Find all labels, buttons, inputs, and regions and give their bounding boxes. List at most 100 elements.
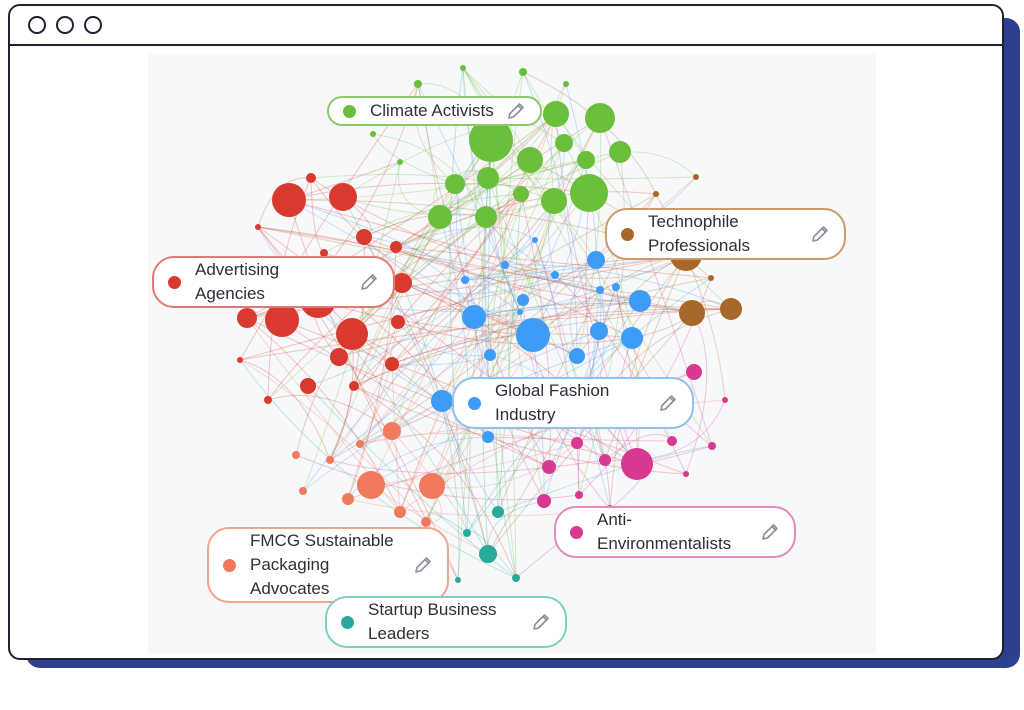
graph-node xyxy=(575,491,583,499)
graph-edge xyxy=(399,299,524,513)
graph-node xyxy=(237,357,243,363)
graph-node xyxy=(320,249,328,257)
graph-edge xyxy=(576,117,602,357)
pencil-icon[interactable] xyxy=(531,612,551,632)
cluster-label-techno[interactable]: Technophile Professionals xyxy=(605,208,846,260)
cluster-color-dot xyxy=(468,396,481,410)
graph-node xyxy=(532,237,538,243)
window-control-dot[interactable] xyxy=(56,16,74,34)
graph-edge xyxy=(414,83,456,185)
cluster-label-startup[interactable]: Startup Business Leaders xyxy=(325,596,567,648)
graph-node xyxy=(414,80,422,88)
graph-node xyxy=(349,381,359,391)
graph-edge xyxy=(288,199,556,276)
graph-edge xyxy=(439,159,587,218)
graph-edge xyxy=(257,226,732,310)
cluster-label-text: Anti- xyxy=(597,510,632,529)
graph-node xyxy=(336,318,368,350)
graph-edge xyxy=(329,311,521,461)
graph-edge xyxy=(359,432,578,445)
graph-edge xyxy=(395,246,712,279)
graph-edge xyxy=(246,317,401,513)
graph-edge xyxy=(288,199,521,313)
graph-edge xyxy=(569,259,597,357)
graph-node xyxy=(517,309,523,315)
graph-edge xyxy=(504,254,687,279)
graph-edge xyxy=(395,191,657,248)
graph-node xyxy=(516,318,550,352)
graph-node xyxy=(431,390,453,412)
graph-node xyxy=(571,437,583,449)
graph-edge xyxy=(391,363,401,513)
graph-edge xyxy=(585,151,697,178)
cluster-color-dot xyxy=(168,275,181,289)
graph-node xyxy=(596,286,604,294)
cluster-label-advertising[interactable]: Advertising Agencies xyxy=(152,256,395,308)
graph-node xyxy=(299,487,307,495)
pencil-icon[interactable] xyxy=(760,522,780,542)
graph-edge xyxy=(473,299,641,318)
graph-node xyxy=(463,529,471,537)
pencil-icon[interactable] xyxy=(810,224,830,244)
cluster-label-text: Technophile xyxy=(648,212,739,231)
graph-edge xyxy=(488,139,521,313)
graph-node xyxy=(264,396,272,404)
graph-edge xyxy=(578,151,625,496)
graph-node xyxy=(722,397,728,403)
graph-node xyxy=(370,131,376,137)
graph-edge xyxy=(441,142,565,402)
graph-node xyxy=(475,206,497,228)
graph-node xyxy=(585,103,615,133)
graph-node xyxy=(391,315,405,329)
graph-node xyxy=(621,327,643,349)
graph-edge xyxy=(342,196,489,555)
window-titlebar xyxy=(10,6,1002,46)
graph-edge xyxy=(239,308,732,361)
cluster-label-fmcg[interactable]: FMCG Sustainable Packaging Advocates xyxy=(207,527,449,603)
graph-node xyxy=(428,205,452,229)
graph-node xyxy=(501,261,509,269)
graph-node xyxy=(356,440,364,448)
graph-edge xyxy=(370,442,578,486)
graph-node xyxy=(555,134,573,152)
cluster-label-text: Professionals xyxy=(648,236,751,255)
graph-edge xyxy=(464,276,601,291)
graph-node xyxy=(599,454,611,466)
graph-edge xyxy=(363,236,732,310)
graph-node xyxy=(455,577,461,583)
cluster-label-text: Packaging xyxy=(250,555,330,574)
graph-node xyxy=(306,173,316,183)
graph-node xyxy=(460,65,466,71)
graph-node xyxy=(629,290,651,312)
cluster-label-anti[interactable]: Anti- Environmentalists xyxy=(554,506,796,558)
cluster-label-climate[interactable]: Climate Activists xyxy=(327,96,542,126)
graph-edge xyxy=(353,385,517,579)
graph-node xyxy=(708,442,716,450)
cluster-label-fashion[interactable]: Global Fashion Industry xyxy=(452,377,694,429)
graph-edge xyxy=(431,117,601,487)
window-control-dot[interactable] xyxy=(84,16,102,34)
pencil-icon[interactable] xyxy=(359,272,379,292)
graph-node xyxy=(477,167,499,189)
cluster-color-dot xyxy=(223,558,236,572)
graph-edge xyxy=(425,200,555,523)
graph-edge xyxy=(397,308,534,336)
graph-edge xyxy=(353,139,492,387)
graph-node xyxy=(392,273,412,293)
graph-edge xyxy=(504,264,693,314)
graph-edge xyxy=(497,193,522,513)
graph-edge xyxy=(473,254,687,318)
pencil-icon[interactable] xyxy=(658,393,678,413)
pencil-icon[interactable] xyxy=(413,555,433,575)
graph-edge xyxy=(397,321,633,345)
graph-edge xyxy=(397,321,491,357)
graph-node xyxy=(720,298,742,320)
graph-node xyxy=(519,68,527,76)
window-control-dot[interactable] xyxy=(28,16,46,34)
graph-node xyxy=(421,517,431,527)
graph-edge xyxy=(439,113,557,218)
graph-node xyxy=(397,159,403,165)
graph-edge xyxy=(363,159,587,238)
pencil-icon[interactable] xyxy=(506,101,526,121)
graph-node xyxy=(330,348,348,366)
